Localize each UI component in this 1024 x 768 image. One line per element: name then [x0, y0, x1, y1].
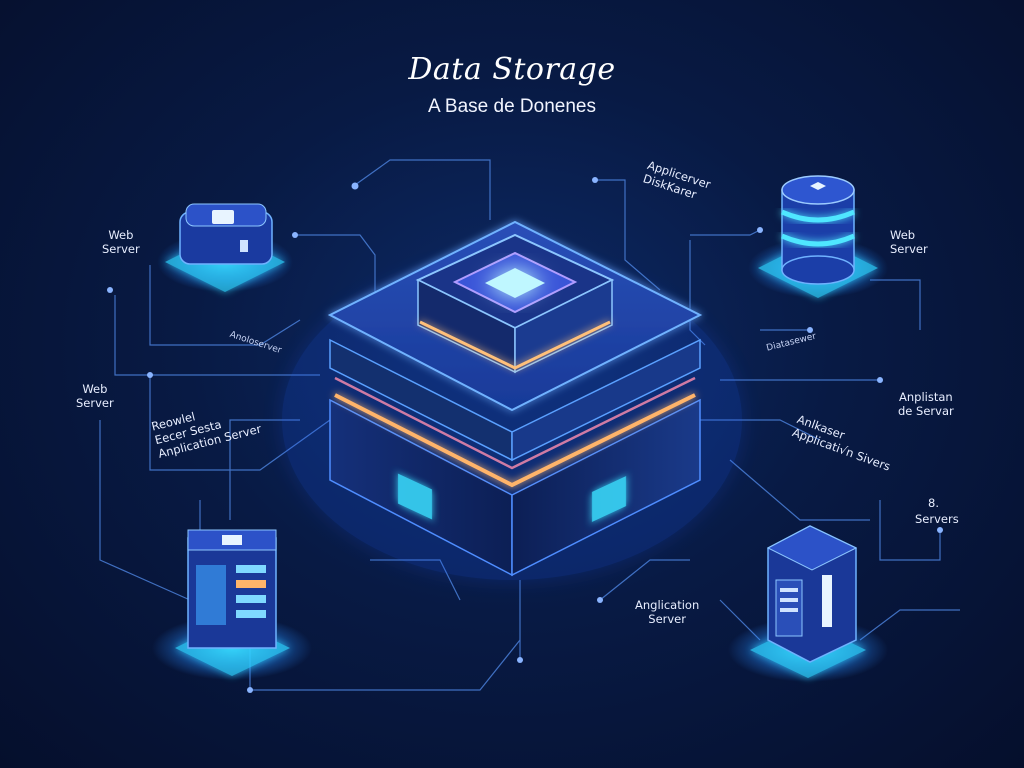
servers-icon: 8. — [928, 496, 939, 510]
central-storage-block — [282, 220, 742, 580]
server-tower-node-bottom-right — [728, 525, 888, 682]
diagram-title: Data Storage — [408, 52, 616, 87]
label-servers: Servers — [915, 512, 959, 526]
web-server-node-top-left — [157, 203, 293, 292]
database-cylinder-node — [748, 175, 888, 298]
diagram-subtitle: A Base de Donenes — [428, 96, 596, 117]
circuit-nodes — [107, 177, 943, 693]
server-tower-node-bottom-left — [152, 529, 312, 680]
